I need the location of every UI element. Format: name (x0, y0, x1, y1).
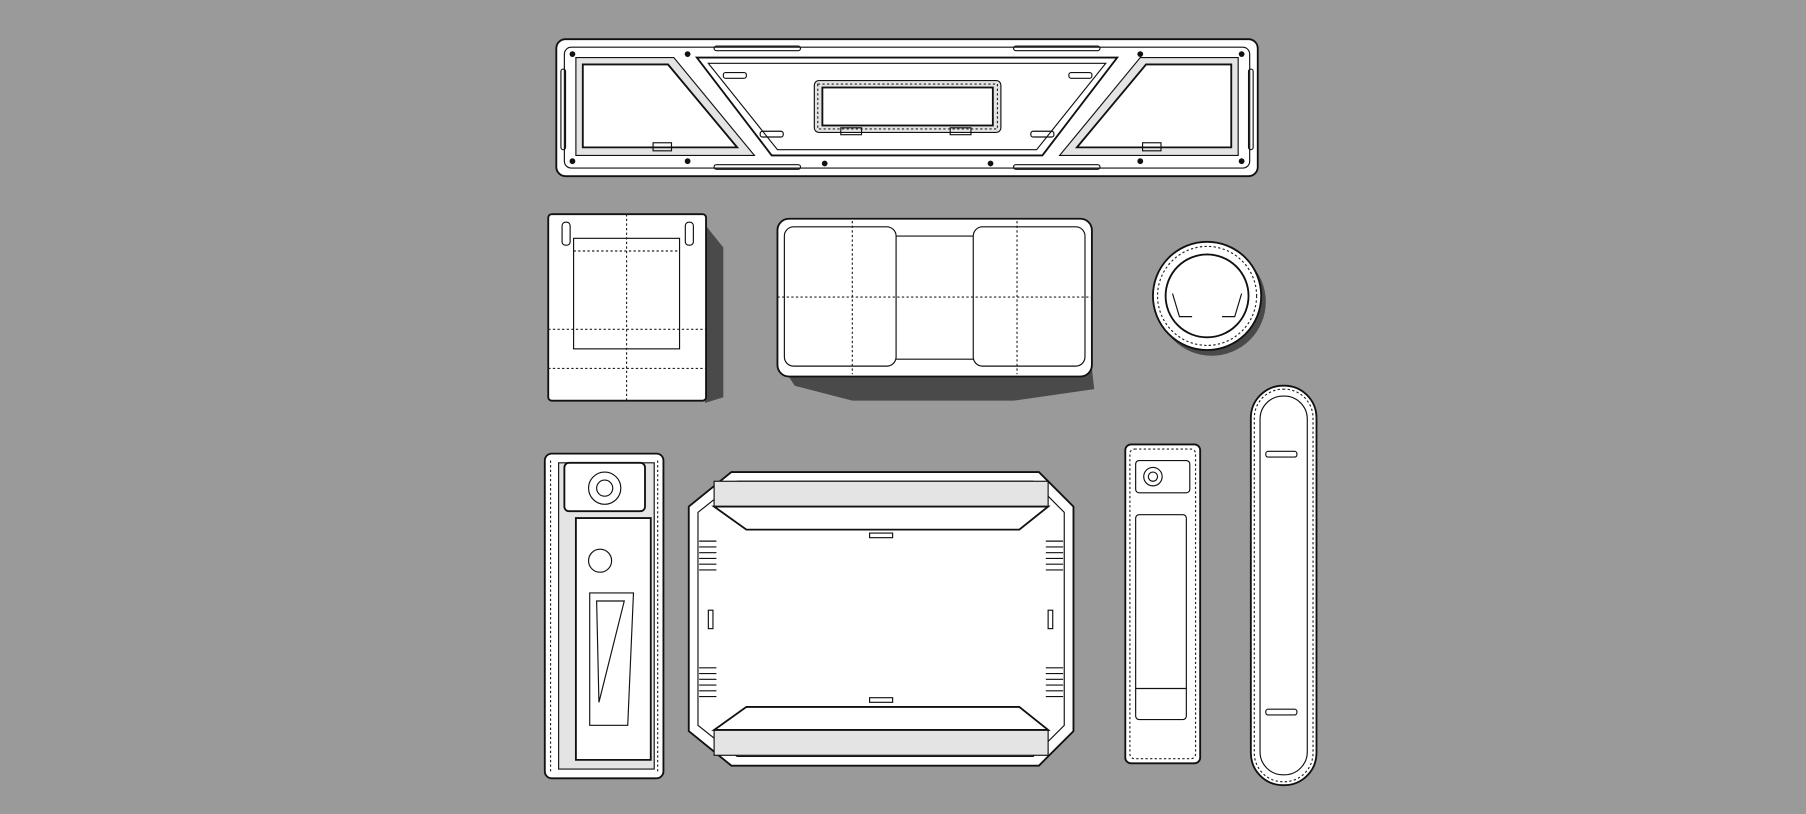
folded-panel (776, 217, 1095, 401)
round-part (1152, 240, 1266, 356)
box-part (547, 213, 724, 403)
octagon-panel (687, 471, 1075, 767)
long-pill-part (1249, 384, 1318, 787)
tall-console-part (543, 452, 665, 780)
top-long-panel (555, 38, 1259, 178)
handle-panel-part (1124, 443, 1202, 765)
